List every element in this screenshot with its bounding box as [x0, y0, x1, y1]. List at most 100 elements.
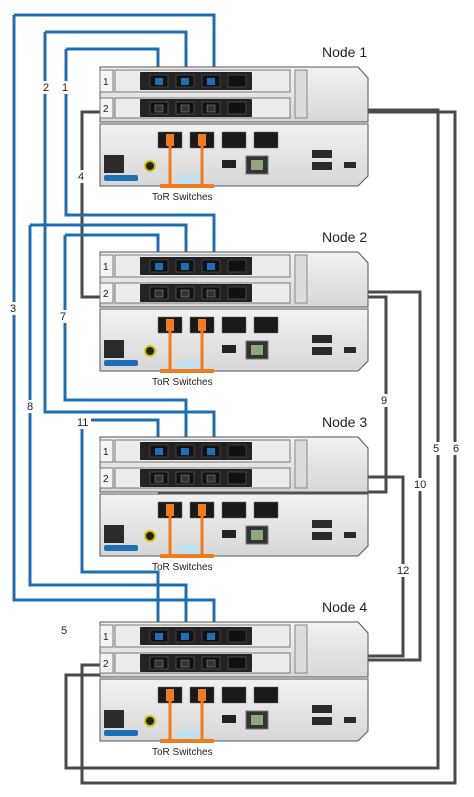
port-4 [227, 656, 247, 670]
sfp-connector-orange [198, 504, 206, 516]
port-connector-blue [181, 263, 189, 270]
slot-2-tab [99, 467, 114, 489]
power-block [104, 525, 124, 543]
sfp-connector-orange [198, 319, 206, 331]
mgmt-led [222, 530, 236, 538]
chassis-vent [294, 69, 308, 119]
port-connector [154, 659, 164, 668]
orange-cables [168, 331, 204, 369]
slot-1-number: 1 [103, 262, 109, 273]
chassis-vent [294, 624, 308, 674]
cable-label-bg [75, 416, 91, 429]
orange-cables [168, 146, 204, 184]
port-connector [180, 474, 190, 483]
ethernet-port-inner [251, 345, 263, 355]
port-connector-blue [207, 633, 215, 640]
cable-label-2: 2 [43, 82, 49, 94]
port-connector [154, 289, 164, 298]
slot-1-number: 1 [103, 632, 109, 643]
usb-port-1 [312, 150, 332, 158]
sfp-connector-orange [166, 504, 174, 516]
port-connector-blue [207, 448, 215, 455]
port-4 [227, 101, 247, 115]
tor-highlight [178, 175, 200, 184]
ethernet-port-inner [251, 160, 263, 170]
id-button-icon [144, 715, 156, 727]
cable-label-bg [41, 81, 51, 94]
slot-2-tab [99, 282, 114, 304]
port-connector-blue [207, 78, 215, 85]
usb-port-1 [312, 520, 332, 528]
blue-cable-path [43, 32, 216, 448]
sfp-connector-orange [198, 689, 206, 701]
port-connector [206, 659, 216, 668]
sfp-connector-orange [166, 134, 174, 146]
cable-label-5: 5 [433, 443, 439, 455]
cable-label-7: 7 [60, 311, 66, 323]
slot-2-number: 2 [103, 104, 109, 115]
id-button-icon [144, 345, 156, 357]
sfp-port-4 [253, 316, 279, 334]
slot-1-tab [99, 69, 114, 93]
ethernet-port-inner [251, 530, 263, 540]
blue-cable-path [80, 420, 160, 633]
sfp-connector-orange [166, 689, 174, 701]
tor-highlight [178, 360, 200, 369]
slot-2-number: 2 [103, 659, 109, 670]
slot-2-ports [140, 284, 252, 302]
blue-cable-path [45, 30, 188, 78]
small-port [344, 347, 356, 353]
gray-cable-path [80, 110, 457, 785]
node-title: Node 1 [322, 44, 367, 60]
slot-1-ports [140, 442, 252, 460]
cable-label-bg [412, 478, 428, 491]
cable-label-bg [59, 624, 69, 637]
sfp-connector-orange [198, 134, 206, 146]
power-block [104, 155, 124, 173]
cable-label-bg [76, 170, 86, 183]
port-connector-blue [155, 633, 163, 640]
usb-port-1 [312, 705, 332, 713]
cable-label-9: 9 [381, 395, 387, 407]
sfp-port-3 [221, 501, 247, 519]
cable-label-1: 1 [62, 82, 68, 94]
port-connector [206, 474, 216, 483]
port-connector [154, 104, 164, 113]
status-led-bar [104, 545, 138, 551]
port-connector [206, 104, 216, 113]
port-4 [227, 259, 247, 273]
slot-2-ports [140, 654, 252, 672]
tor-highlight [178, 730, 200, 739]
status-led-bar [104, 175, 138, 181]
cable-label-11: 11 [77, 417, 88, 429]
orange-cables [168, 701, 204, 739]
cable-label-5: 5 [61, 625, 67, 637]
port-connector-blue [155, 263, 163, 270]
small-port [344, 717, 356, 723]
cable-label-bg [379, 394, 389, 407]
port-connector [180, 104, 190, 113]
tor-switches-label: ToR Switches [152, 377, 213, 388]
sfp-connector-orange [166, 319, 174, 331]
node-title: Node 3 [322, 414, 367, 430]
power-block [104, 710, 124, 728]
blue-cable-path [64, 49, 216, 263]
sfp-port-3 [221, 316, 247, 334]
slot-1-tab [99, 254, 114, 278]
mgmt-led [222, 715, 236, 723]
small-port [344, 162, 356, 168]
id-button-icon [144, 160, 156, 172]
port-4 [227, 629, 247, 643]
mgmt-led [222, 345, 236, 353]
port-connector [154, 474, 164, 483]
slot-2-ports [140, 99, 252, 117]
usb-port-2 [312, 717, 332, 725]
cable-label-bg [431, 442, 441, 455]
status-led-bar [104, 730, 138, 736]
port-connector-blue [155, 448, 163, 455]
slot-1-tab [99, 439, 114, 463]
sfp-port-4 [253, 131, 279, 149]
cable-label-10: 10 [414, 479, 426, 491]
